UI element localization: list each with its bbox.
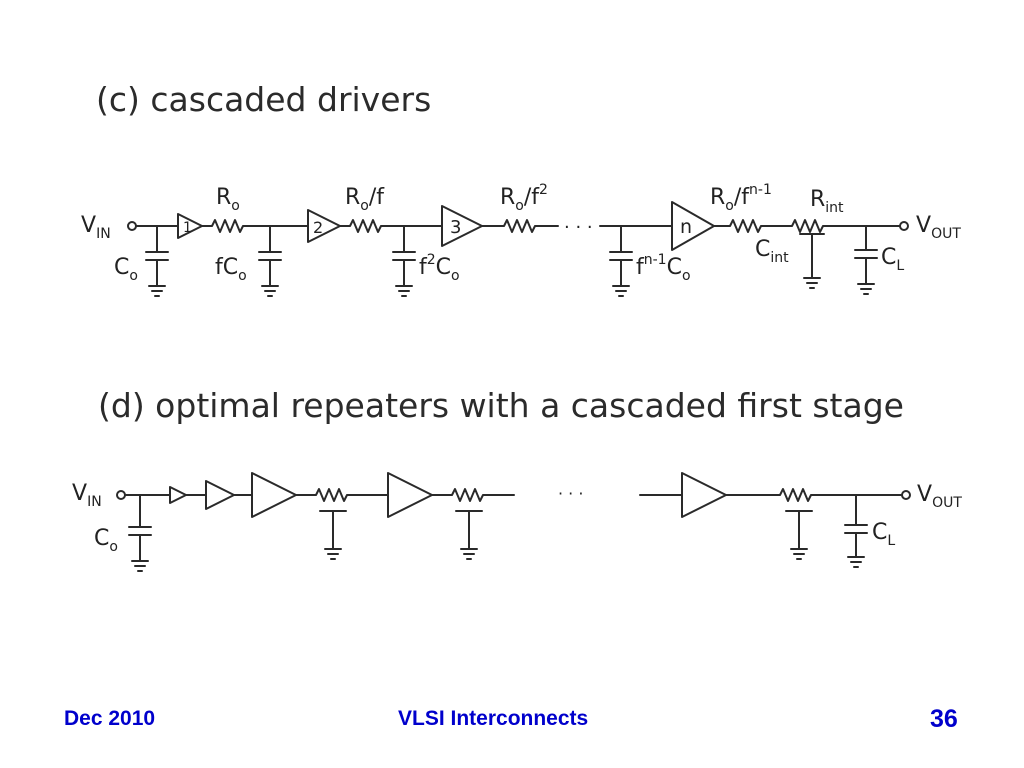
driver-n bbox=[671, 201, 715, 251]
capacitor-cint bbox=[799, 233, 825, 289]
output-terminal bbox=[899, 221, 909, 231]
repeater-1 bbox=[387, 472, 433, 518]
driver-2 bbox=[307, 209, 341, 243]
r0-over-fn1-label: Ro/fn-1 bbox=[710, 182, 772, 214]
capacitor-f2c0 bbox=[392, 225, 416, 297]
output-terminal-d bbox=[901, 490, 911, 500]
cl-label-d: CL bbox=[872, 520, 895, 549]
vout-label-d: VOUT bbox=[917, 482, 962, 511]
page-number: 36 bbox=[930, 705, 958, 733]
section-d-title: (d) optimal repeaters with a cascaded fi… bbox=[98, 386, 904, 425]
input-terminal-d bbox=[116, 490, 126, 500]
stage-buffer-2 bbox=[185, 480, 235, 510]
driver-3-label: 3 bbox=[450, 217, 461, 238]
r0-label: Ro bbox=[216, 185, 240, 214]
rint-label: Rint bbox=[810, 187, 844, 216]
resistor-r0-over-f2 bbox=[481, 219, 559, 233]
cl-label: CL bbox=[881, 245, 904, 274]
fn1c0-label: fn-1Co bbox=[636, 252, 691, 284]
wire-segment-n bbox=[725, 488, 903, 560]
resistor-r0 bbox=[201, 219, 309, 233]
stage-buffer-1 bbox=[169, 486, 187, 504]
capacitor-cl-d bbox=[844, 494, 868, 568]
vin-label-d: VIN bbox=[72, 481, 102, 510]
section-c-title: (c) cascaded drivers bbox=[96, 80, 432, 119]
driver-n-label: n bbox=[680, 216, 692, 238]
capacitor-c0 bbox=[145, 225, 169, 297]
capacitor-fc0 bbox=[258, 225, 282, 297]
fc0-label: fCo bbox=[215, 255, 247, 284]
driver-3 bbox=[441, 205, 483, 247]
footer-date: Dec 2010 bbox=[64, 707, 156, 730]
f2c0-label: f2Co bbox=[419, 252, 460, 284]
driver-1 bbox=[177, 213, 203, 239]
driver-1-label: 1 bbox=[183, 220, 192, 236]
cint-label: Cint bbox=[755, 237, 789, 266]
footer-title: VLSI Interconnects bbox=[398, 707, 589, 730]
driver-2-label: 2 bbox=[313, 218, 323, 237]
capacitor-fn1c0 bbox=[599, 225, 673, 297]
cascaded-drivers-diagram: VIN Co 1 Ro fCo 2 Ro/f f2Co 3 Ro/f2 · · … bbox=[81, 182, 961, 297]
r0-over-f2-label: Ro/f2 bbox=[500, 182, 548, 214]
wire-segment-2 bbox=[431, 488, 515, 560]
repeater-n bbox=[639, 472, 727, 518]
c0-label-d: Co bbox=[94, 526, 118, 555]
capacitor-c0-d bbox=[128, 494, 152, 572]
resistor-r0-over-f bbox=[339, 219, 443, 233]
wire-segment-1 bbox=[295, 488, 389, 560]
vout-label: VOUT bbox=[916, 213, 961, 242]
optimal-repeaters-diagram: VIN Co · · · CL VOUT bbox=[72, 472, 962, 572]
ellipsis-d: · · · bbox=[558, 484, 583, 503]
input-terminal bbox=[127, 221, 137, 231]
r0-over-f-label: Ro/f bbox=[345, 185, 385, 214]
c0-label: Co bbox=[114, 255, 138, 284]
ellipsis-c: · · · bbox=[564, 217, 593, 238]
stage-buffer-3 bbox=[233, 472, 297, 518]
capacitor-cl bbox=[854, 225, 878, 295]
resistors-rn-and-rint bbox=[713, 219, 901, 233]
vin-label: VIN bbox=[81, 213, 111, 242]
